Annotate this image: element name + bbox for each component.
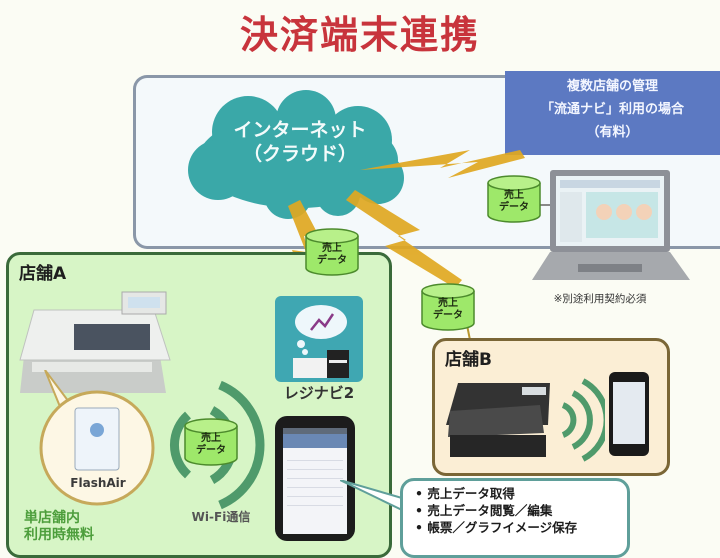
database-icon <box>305 228 359 276</box>
database-icon <box>487 175 541 223</box>
wifi-label: Wi-Fi通信 <box>191 510 251 524</box>
banner-line-1: 複数店舗の管理 <box>566 79 658 94</box>
multi-store-management-banner: 複数店舗の管理 「流通ナビ」利用の場合 （有料） <box>505 71 720 155</box>
smartphone-icon <box>609 372 649 456</box>
sales-data-cylinder: 売上データ <box>420 283 476 331</box>
cloud-label-line-1: インターネット <box>233 119 367 141</box>
feature-list-callout: • 売上データ取得 • 売上データ閲覧／編集 • 帳票／グラフイメージ保存 <box>400 478 630 558</box>
sales-data-cylinder: 売上データ <box>304 228 360 276</box>
single-store-line-2: 利用時無料 <box>24 527 94 543</box>
tablet-icon <box>275 416 355 541</box>
store-b-label: 店舗B <box>445 350 492 370</box>
store-b-wifi-waves-icon <box>561 378 605 462</box>
diagram-title: 決済端末連携 <box>239 13 480 57</box>
lightning-bolt-icon <box>346 190 462 288</box>
flashair-label: FlashAir <box>70 476 126 490</box>
laptop-icon <box>532 170 690 280</box>
single-store-line-1: 単店舗内 <box>24 510 80 526</box>
reginavi-app-name: レジナビ2 <box>283 384 355 402</box>
cloud-label: インターネット （クラウド） <box>190 118 410 166</box>
reginavi-app-icon <box>275 296 363 382</box>
flashair-callout <box>39 370 155 506</box>
database-icon <box>421 283 475 331</box>
store-a-label: 店舗A <box>19 264 67 284</box>
feature-item: • 売上データ取得 <box>415 486 515 501</box>
cloud-icon <box>188 90 404 219</box>
lightning-bolt-icon <box>360 150 525 178</box>
banner-line-3: （有料） <box>586 125 639 140</box>
cloud-label-line-2: （クラウド） <box>242 143 357 165</box>
single-store-free-note: 単店舗内 利用時無料 <box>24 510 134 544</box>
banner-line-2: 「流通ナビ」利用の場合 <box>540 102 684 117</box>
laptop-contract-note: ※別途利用契約必須 <box>553 293 647 305</box>
cash-register-icon <box>19 291 171 393</box>
sales-data-cylinder: 売上データ <box>183 418 239 466</box>
store-b-cash-register-icon <box>446 383 550 457</box>
sales-data-cylinder: 売上データ <box>486 175 542 223</box>
feature-item: • 売上データ閲覧／編集 <box>415 503 553 518</box>
feature-item: • 帳票／グラフイメージ保存 <box>415 520 578 535</box>
database-icon <box>184 418 238 466</box>
sd-card-icon <box>74 407 120 471</box>
